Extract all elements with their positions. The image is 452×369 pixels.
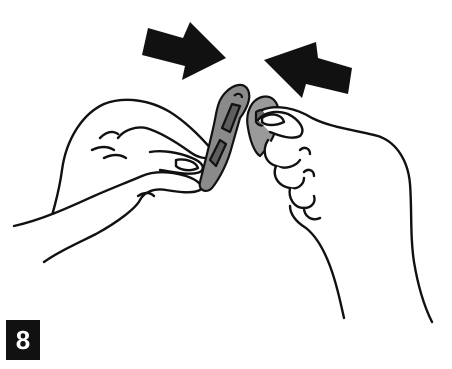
- step-number-badge: 8: [6, 320, 40, 360]
- push-arrow-left-icon: [264, 42, 352, 98]
- push-arrow-right-icon: [142, 22, 226, 80]
- clip-part-left: [200, 85, 250, 191]
- left-hand: [14, 100, 214, 262]
- right-hand: [258, 107, 432, 322]
